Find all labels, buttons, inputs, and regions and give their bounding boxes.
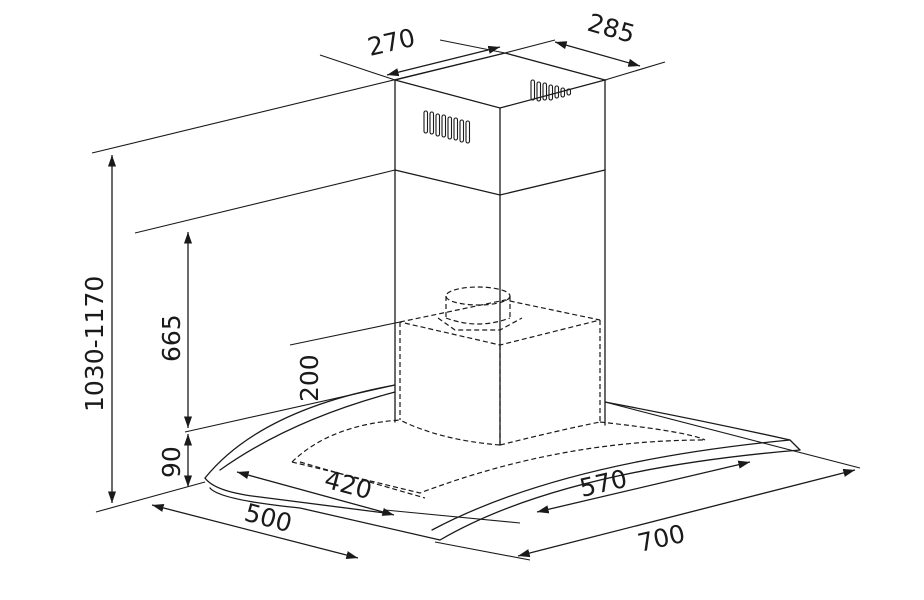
vent-slots-right <box>530 79 572 102</box>
motor-housing <box>399 286 601 445</box>
ext-line-420-right <box>384 509 521 524</box>
label-total-height: 1030-1170 <box>80 276 109 412</box>
ext-line-665-top <box>134 169 396 234</box>
ext-line-top-right-short <box>504 39 556 54</box>
ext-line-270-right <box>439 39 506 54</box>
canopy-hidden-base <box>291 439 706 494</box>
glass-canopy <box>204 384 801 541</box>
label-570: 570 <box>577 464 630 503</box>
label-500: 500 <box>241 498 295 538</box>
dimension-lines <box>107 41 856 560</box>
label-270: 270 <box>365 23 418 62</box>
dim-line-285 <box>554 41 641 67</box>
ext-line-top-right <box>604 61 666 81</box>
extension-lines <box>91 39 861 561</box>
ext-line-bottom-left <box>95 481 206 513</box>
ext-line-right <box>604 401 861 469</box>
label-665: 665 <box>157 314 186 362</box>
label-285: 285 <box>584 8 638 49</box>
dimension-labels: 270 285 1030-1170 665 200 90 420 500 570… <box>80 8 688 558</box>
chimney-top-face <box>394 52 608 109</box>
label-90: 90 <box>157 446 186 478</box>
chimney-telescopic-joint <box>394 169 606 196</box>
dim-line-270 <box>386 45 501 77</box>
canopy-left-top-edge <box>204 384 396 479</box>
dim-line-420 <box>236 471 395 516</box>
canopy-right-edge <box>604 401 801 451</box>
ext-line-bottom-right <box>434 541 531 561</box>
ext-line-200-top <box>289 321 401 346</box>
dim-line-700 <box>517 468 856 558</box>
ext-line-270-left <box>319 54 396 81</box>
label-200: 200 <box>295 354 324 402</box>
dim-line-500 <box>151 503 359 560</box>
vent-slots-left <box>423 110 471 144</box>
label-420: 420 <box>321 465 375 505</box>
